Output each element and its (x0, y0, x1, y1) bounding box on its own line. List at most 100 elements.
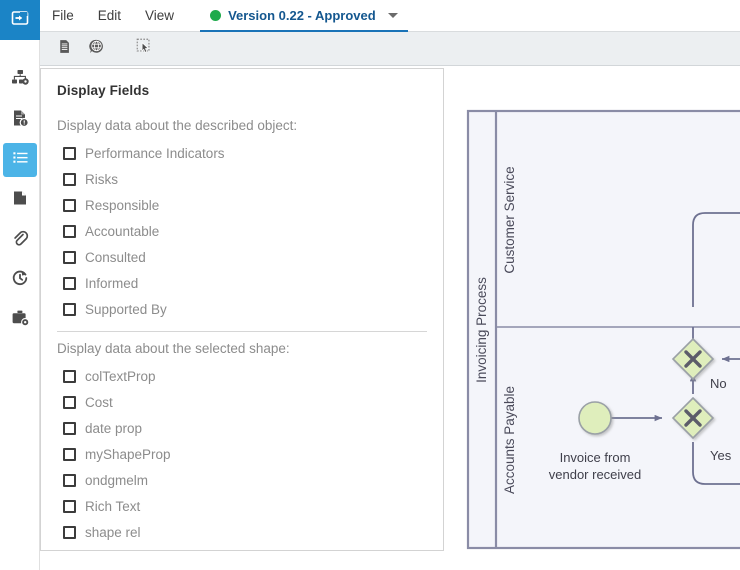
rail-item-attachments[interactable] (0, 220, 40, 260)
checkbox-supported-by[interactable] (63, 302, 76, 316)
gateway-x-icon (684, 409, 702, 427)
flow-loop-top (692, 212, 740, 307)
checkbox-label: Cost (85, 394, 113, 410)
checkbox-ondgmelm[interactable] (63, 473, 76, 487)
checkbox-row-coltextprop[interactable]: colTextProp (57, 363, 427, 389)
bpmn-canvas[interactable]: Invoicing Process Customer Service Accou… (444, 68, 740, 570)
pool-label: Invoicing Process (474, 277, 489, 383)
checkbox-row-informed[interactable]: Informed (57, 270, 427, 296)
bpmn-lanes: Customer Service Accounts Payable (496, 166, 740, 494)
chevron-down-icon[interactable] (387, 13, 398, 18)
list-icon (11, 148, 30, 172)
checkbox-row-rich-text[interactable]: Rich Text (57, 493, 427, 519)
menu-item-file[interactable]: File (52, 8, 74, 23)
document-icon (56, 38, 73, 60)
gateway-x-icon (684, 350, 702, 368)
rail-item-history[interactable] (0, 260, 40, 300)
bpmn-start-event[interactable]: Invoice from vendor received (549, 401, 642, 482)
rail-item-tools[interactable] (0, 300, 40, 340)
checkbox-label: Consulted (85, 249, 146, 265)
menu-item-view[interactable]: View (145, 8, 175, 23)
checkbox-row-date-prop[interactable]: date prop (57, 415, 427, 441)
checkbox-cost[interactable] (63, 395, 76, 409)
toolbar (40, 32, 740, 66)
left-icon-rail (0, 0, 40, 570)
panel-divider (57, 331, 427, 332)
globe-comment-icon (88, 38, 105, 60)
checkbox-row-consulted[interactable]: Consulted (57, 244, 427, 270)
checkbox-label: Supported By (85, 301, 167, 317)
toolbar-select-tool-button[interactable] (128, 32, 160, 66)
flow-label-yes: Yes (710, 448, 732, 463)
process-gear-icon (10, 68, 30, 93)
checkbox-shape-rel[interactable] (63, 525, 76, 539)
toolbar-document-button[interactable] (48, 32, 80, 66)
bpmn-gateway-lower[interactable] (671, 396, 715, 440)
version-tab[interactable]: Version 0.22 - Approved (200, 0, 408, 32)
checkbox-accountable[interactable] (63, 224, 76, 238)
toolbar-group-select (120, 32, 160, 66)
checkbox-label: Responsible (85, 197, 160, 213)
rail-item-export-import[interactable] (0, 0, 40, 40)
checkbox-label: myShapeProp (85, 446, 171, 462)
export-icon (10, 8, 30, 33)
checkbox-row-risks[interactable]: Risks (57, 166, 427, 192)
toolbar-globe-comment-button[interactable] (80, 32, 112, 66)
checkbox-myshapeprop[interactable] (63, 447, 76, 461)
checkbox-row-cost[interactable]: Cost (57, 389, 427, 415)
checkbox-row-supported-by[interactable]: Supported By (57, 296, 427, 322)
page-icon (10, 188, 30, 213)
bpmn-gateway-upper[interactable] (671, 337, 715, 381)
document-info-icon (10, 108, 30, 133)
briefcase-gear-icon (10, 308, 30, 333)
checkbox-row-responsible[interactable]: Responsible (57, 192, 427, 218)
rail-item-process-settings[interactable] (0, 60, 40, 100)
section-label-selected-shape: Display data about the selected shape: (57, 341, 290, 356)
checkbox-row-myshapeprop[interactable]: myShapeProp (57, 441, 427, 467)
start-event-label-line1: Invoice from (560, 450, 631, 465)
display-fields-panel: Display Fields Display data about the de… (40, 68, 444, 551)
checkbox-responsible[interactable] (63, 198, 76, 212)
checkbox-row-accountable[interactable]: Accountable (57, 218, 427, 244)
checkbox-label: Performance Indicators (85, 145, 225, 161)
panel-section-described-object: Display data about the described object:… (57, 118, 427, 322)
checkbox-label: colTextProp (85, 368, 156, 384)
checkbox-risks[interactable] (63, 172, 76, 186)
version-label: Version 0.22 - Approved (228, 8, 376, 23)
checkbox-performance-indicators[interactable] (63, 146, 76, 160)
start-event-label-line2: vendor received (549, 467, 642, 482)
checkbox-informed[interactable] (63, 276, 76, 290)
flow-yes-branch (692, 442, 740, 485)
menu-item-edit[interactable]: Edit (97, 8, 122, 23)
checkbox-consulted[interactable] (63, 250, 76, 264)
panel-title: Display Fields (57, 83, 150, 98)
toolbar-group-docs (48, 32, 112, 66)
checkbox-label: Accountable (85, 223, 160, 239)
select-cursor-icon (135, 37, 153, 60)
checkbox-row-performance-indicators[interactable]: Performance Indicators (57, 140, 427, 166)
history-icon (10, 268, 30, 293)
rail-item-document-info[interactable] (0, 100, 40, 140)
checkbox-row-shape-rel[interactable]: shape rel (57, 519, 427, 545)
checkbox-coltextprop[interactable] (63, 369, 76, 383)
checkbox-label: Risks (85, 171, 118, 187)
menu-bar: File Edit View Version 0.22 - Approved (40, 0, 740, 32)
checkbox-label: shape rel (85, 524, 141, 540)
checkbox-label: Rich Text (85, 498, 141, 514)
checkbox-row-ondgmelm[interactable]: ondgmelm (57, 467, 427, 493)
checkbox-label: ondgmelm (85, 472, 149, 488)
rail-spacer (0, 40, 39, 60)
status-dot-icon (210, 10, 222, 21)
bpmn-pool[interactable]: Invoicing Process (466, 109, 740, 550)
checkbox-rich-text[interactable] (63, 499, 76, 513)
lane-label-customer-service: Customer Service (502, 166, 517, 273)
flow-label-no: No (710, 376, 727, 391)
panel-section-selected-shape: Display data about the selected shape: c… (57, 341, 427, 545)
checkbox-date-prop[interactable] (63, 421, 76, 435)
rail-item-pages[interactable] (0, 180, 40, 220)
checkbox-label: date prop (85, 420, 143, 436)
rail-item-display-fields[interactable] (3, 143, 37, 177)
lane-label-accounts-payable: Accounts Payable (502, 386, 517, 494)
paperclip-icon (10, 228, 30, 253)
